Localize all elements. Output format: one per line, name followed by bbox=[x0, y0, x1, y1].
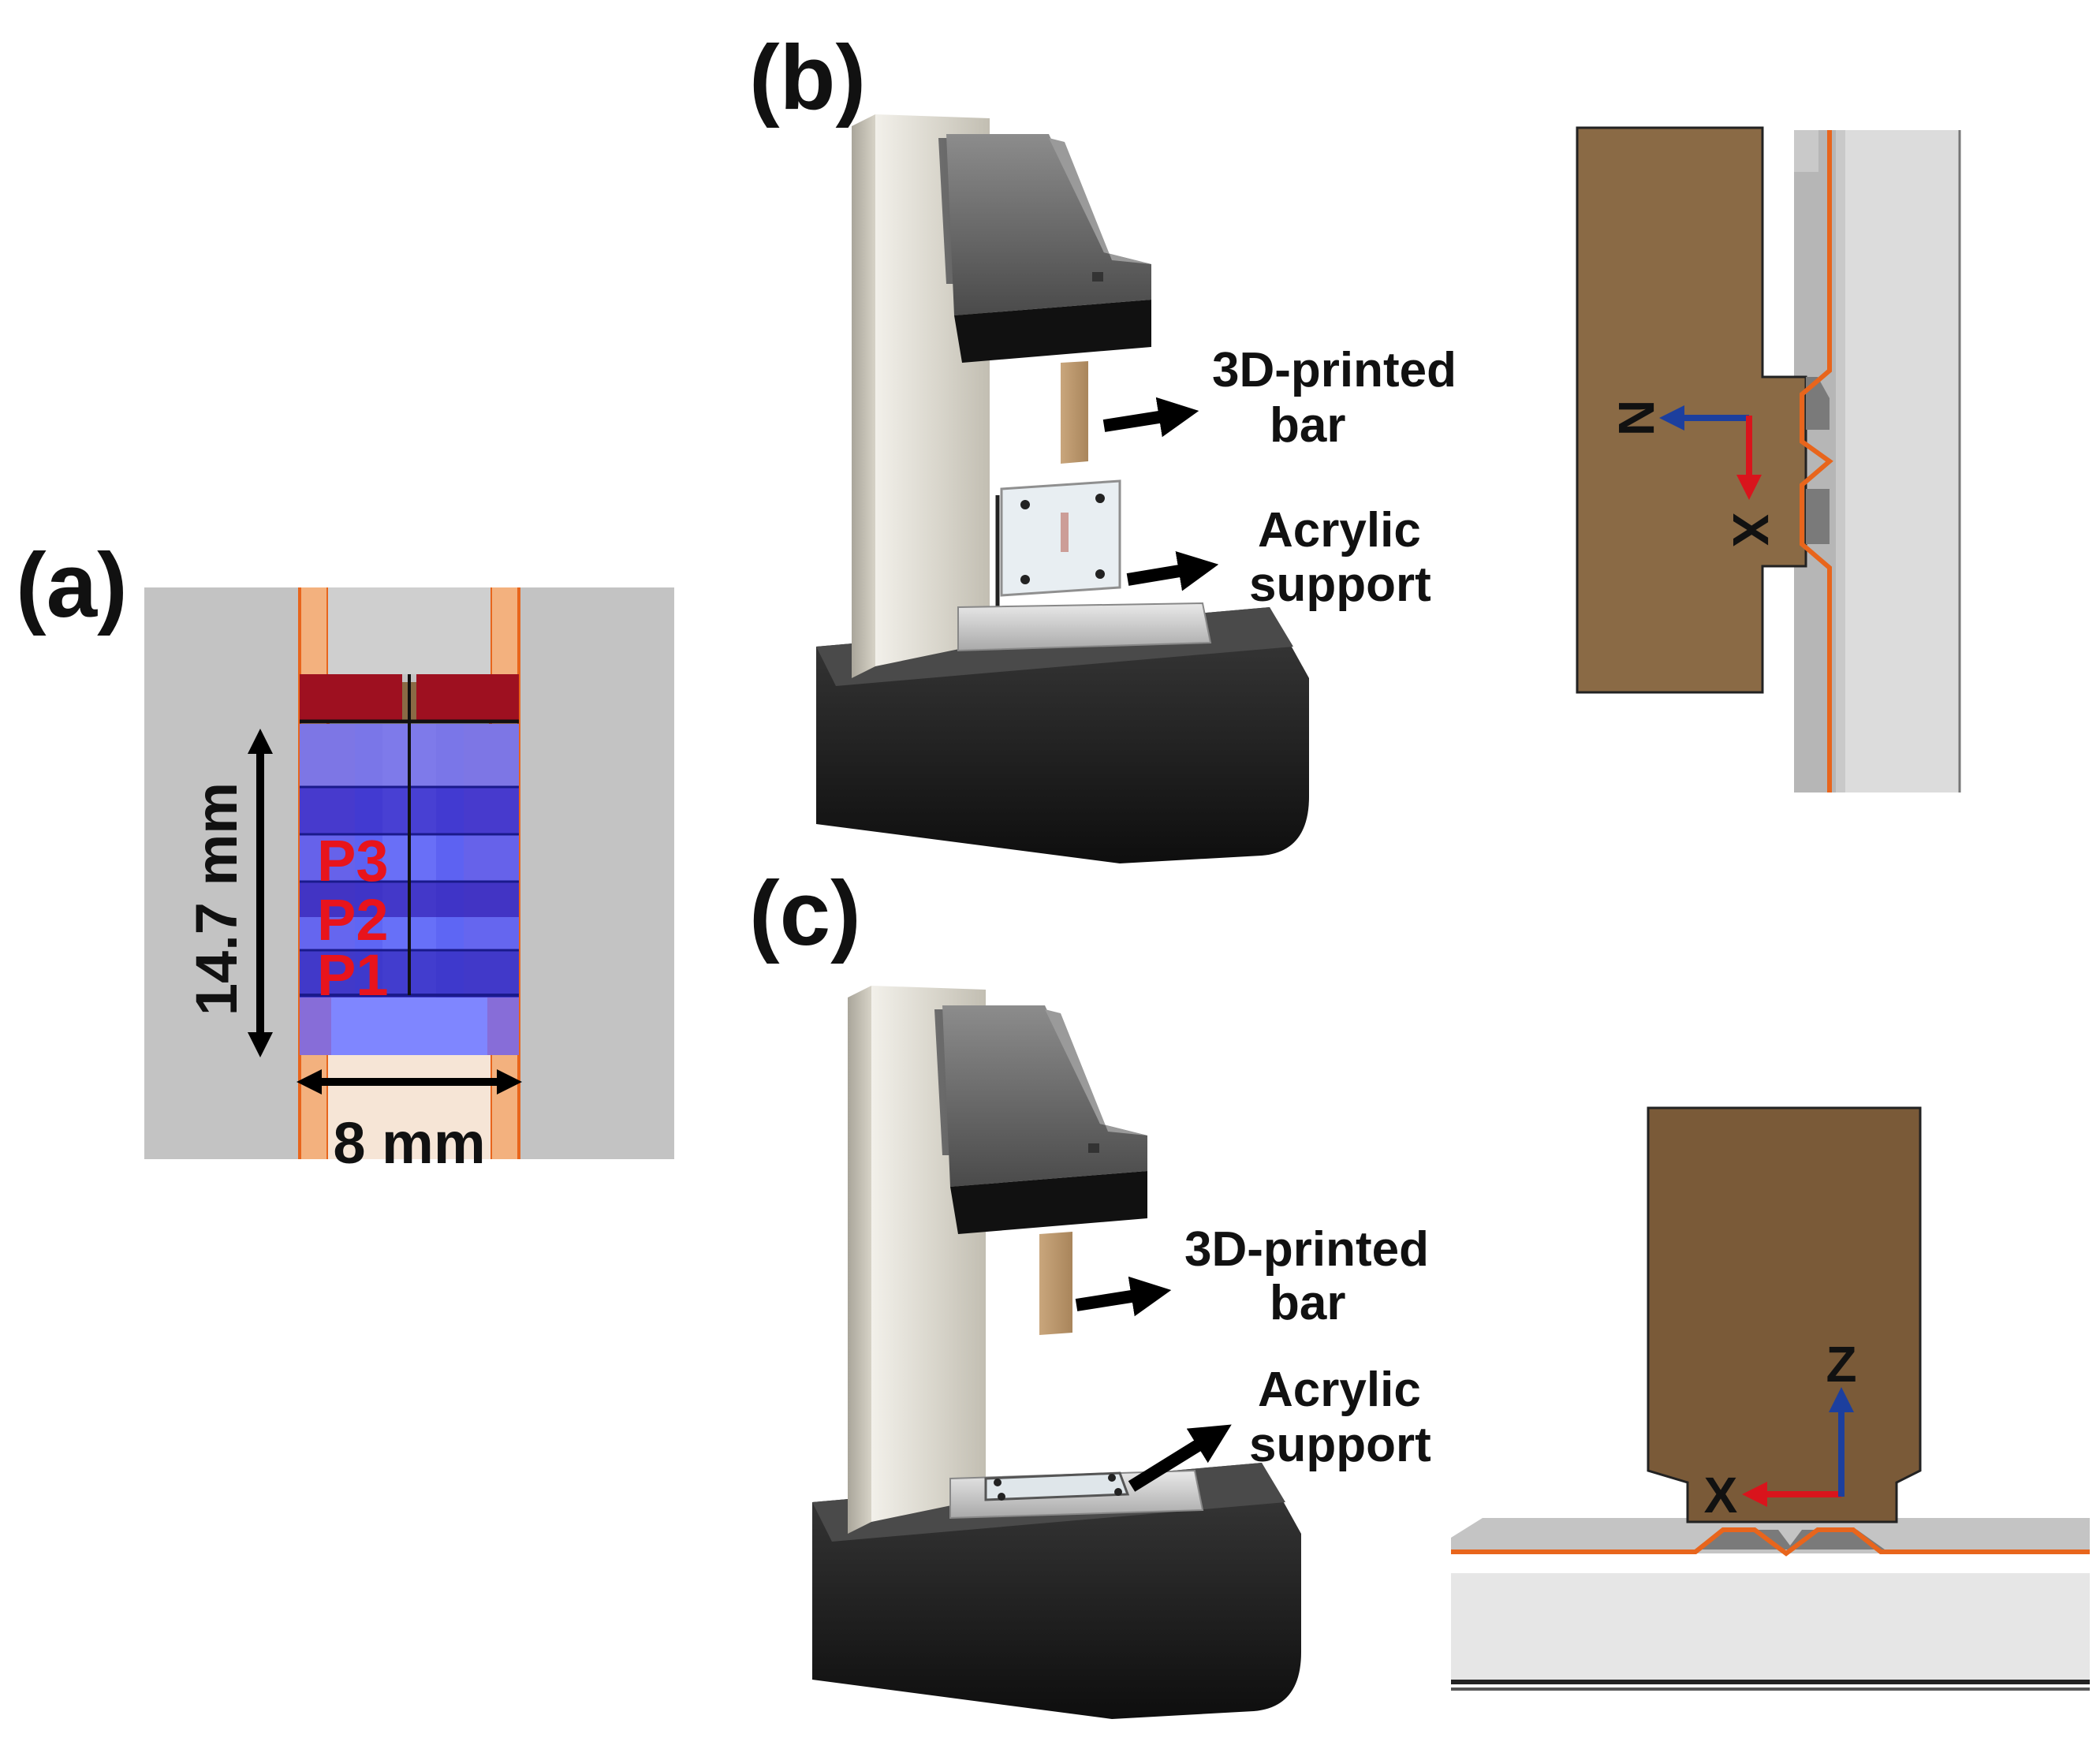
bar-label-line1-c: 3D-printed bbox=[1184, 1222, 1429, 1277]
bar-pointer-arrow-b bbox=[1102, 397, 1199, 438]
vertical-dimension-label: 14.7 mm bbox=[184, 782, 249, 1016]
bar-label-line1-b: 3D-printed bbox=[1212, 343, 1457, 397]
x-axis-label-c: X bbox=[1704, 1467, 1738, 1523]
n-axis-label: N bbox=[1608, 400, 1665, 436]
cross-section-c bbox=[1451, 1106, 2090, 1691]
panel-a-label: (a) bbox=[16, 534, 128, 636]
panel-a: (a) P bbox=[16, 534, 674, 1176]
horizontal-dimension-label: 8 mm bbox=[333, 1110, 485, 1176]
top-cap-left bbox=[300, 674, 402, 720]
support-label-line2-c: support bbox=[1249, 1418, 1431, 1472]
bar-pointer-arrow-c bbox=[1075, 1276, 1172, 1317]
position-label-p3: P3 bbox=[317, 828, 389, 893]
support-pointer-arrow-b bbox=[1126, 550, 1219, 591]
support-label-line1-c: Acrylic bbox=[1258, 1363, 1421, 1417]
testing-machine-c bbox=[812, 986, 1301, 1719]
position-label-p1: P1 bbox=[317, 942, 389, 1008]
bar-label-line2-b: bar bbox=[1270, 398, 1345, 453]
x-axis-label-b: X bbox=[1722, 513, 1779, 547]
top-cap-right bbox=[416, 674, 519, 720]
testing-machine-b bbox=[816, 114, 1309, 863]
support-pointer-arrow-c bbox=[1128, 1424, 1232, 1492]
support-label-line1-b: Acrylic bbox=[1258, 503, 1421, 558]
panel-b-label: (b) bbox=[749, 26, 866, 129]
panel-c: (c) 3D-printed bar Acrylic support bbox=[749, 862, 2090, 1719]
panel-b: (b) 3D-pr bbox=[749, 26, 1961, 863]
bar-label-line2-c: bar bbox=[1270, 1276, 1345, 1330]
panel-c-label: (c) bbox=[749, 862, 861, 964]
z-axis-label: Z bbox=[1826, 1336, 1856, 1393]
cross-section-b bbox=[1576, 126, 1961, 792]
position-label-p2: P2 bbox=[317, 887, 389, 953]
support-label-line2-b: support bbox=[1249, 558, 1431, 612]
